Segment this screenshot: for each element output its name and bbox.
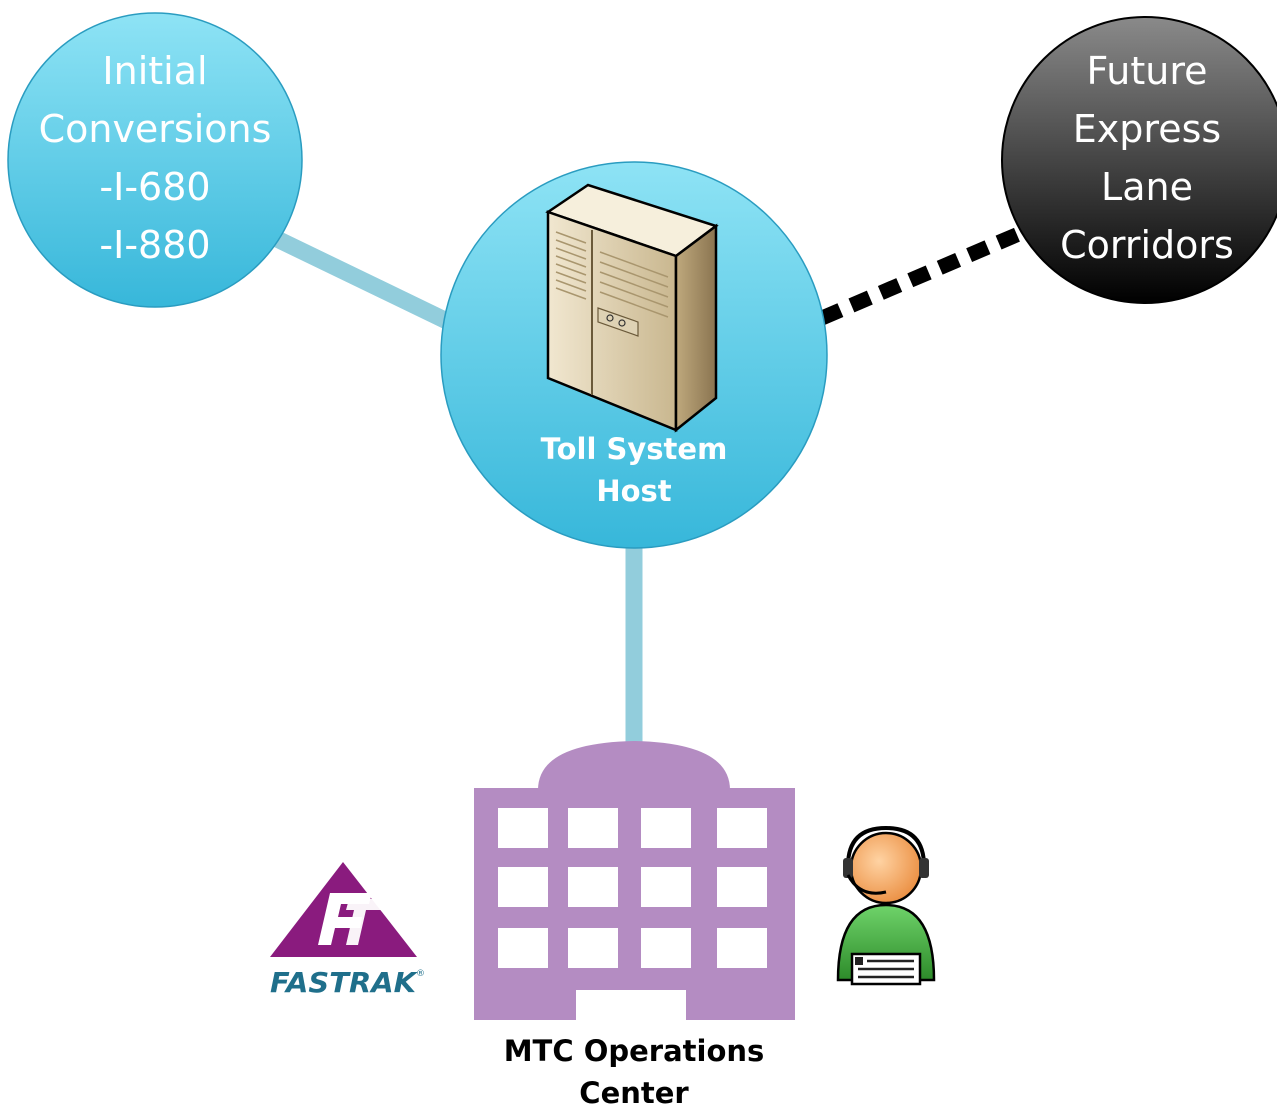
fastrak-wordmark: FASTRAK: [270, 966, 418, 999]
initial-conversions-node: [7, 12, 303, 308]
connector-host-to-future-dashed: [819, 223, 1031, 325]
connector-initial-to-host: [271, 230, 459, 333]
future-corridors-node: [1001, 16, 1277, 304]
server-icon: [545, 183, 719, 433]
fastrak-registered-mark: ®: [416, 969, 425, 979]
operator-headset-icon: [836, 825, 936, 986]
toll-system-host-label: Toll System Host: [540, 432, 728, 508]
fastrak-logo: FASTRAK ®: [270, 862, 425, 999]
building-icon: [474, 741, 795, 1022]
mtc-operations-center-label: MTC Operations Center: [503, 1034, 765, 1110]
initial-conversions-label: Initial Conversions -I-680 -I-880: [38, 49, 272, 267]
future-corridors-label: Future Express Lane Corridors: [1060, 49, 1234, 267]
